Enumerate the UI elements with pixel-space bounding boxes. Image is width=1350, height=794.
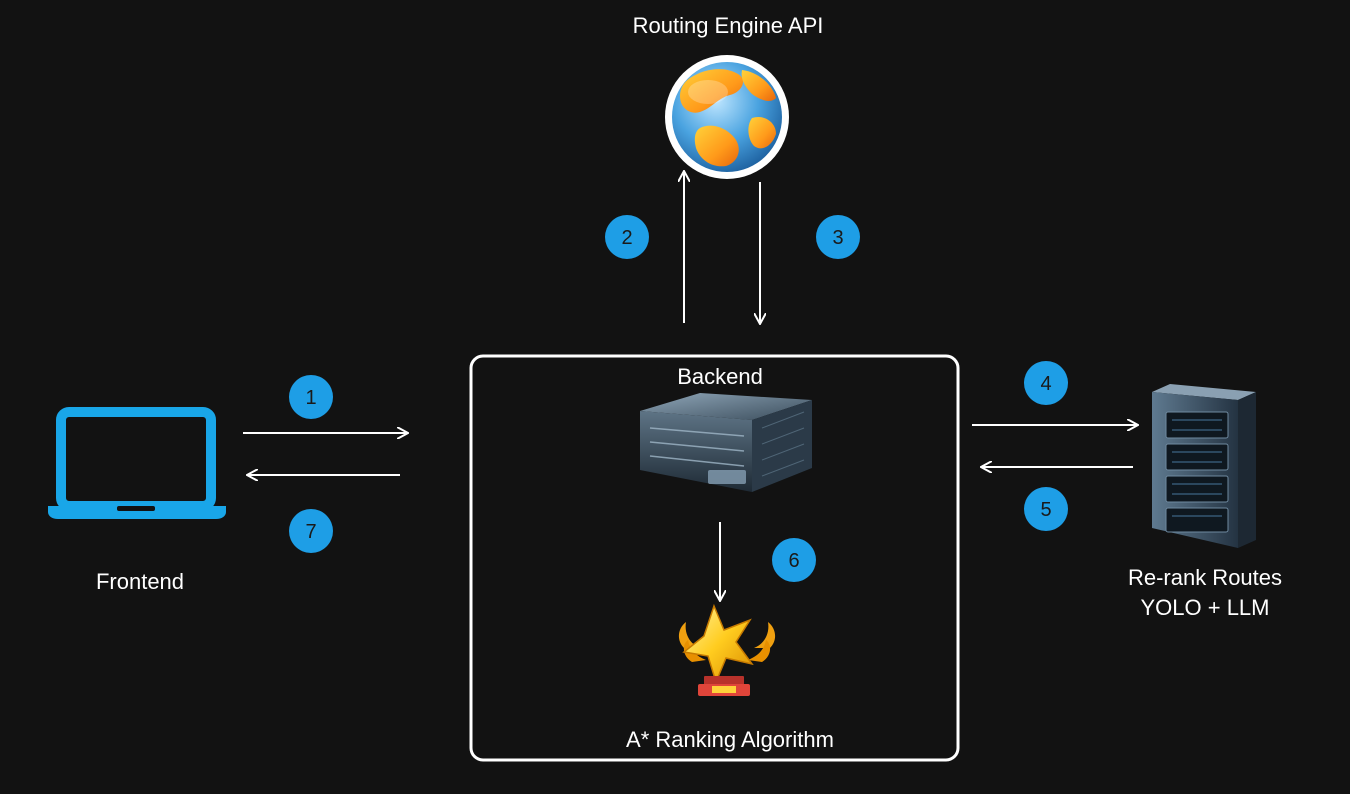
step-badge-4: 4 bbox=[1024, 361, 1068, 405]
step-badge-2: 2 bbox=[605, 215, 649, 259]
backend-container bbox=[469, 354, 960, 762]
step-badge-3: 3 bbox=[816, 215, 860, 259]
svg-text:5: 5 bbox=[1040, 499, 1051, 521]
server-tower-icon bbox=[1152, 384, 1256, 548]
frontend-label: Frontend bbox=[95, 569, 185, 594]
svg-text:1: 1 bbox=[305, 387, 316, 409]
ranking-algorithm-label: A* Ranking Algorithm bbox=[626, 727, 834, 752]
laptop-icon bbox=[48, 407, 226, 519]
rerank-label-line2: YOLO + LLM bbox=[1140, 595, 1270, 620]
backend-label: Backend bbox=[677, 364, 763, 389]
trophy-star-icon bbox=[678, 603, 776, 696]
svg-text:2: 2 bbox=[621, 227, 632, 249]
routing-engine-label: Routing Engine API bbox=[632, 13, 824, 38]
svg-text:4: 4 bbox=[1040, 373, 1051, 395]
rerank-label-line1: Re-rank Routes bbox=[1127, 565, 1283, 590]
step-badge-5: 5 bbox=[1024, 487, 1068, 531]
svg-text:7: 7 bbox=[305, 521, 316, 543]
step-badge-6: 6 bbox=[772, 538, 816, 582]
globe-icon bbox=[665, 55, 789, 179]
server-rack-icon bbox=[640, 393, 812, 492]
step-badge-1: 1 bbox=[289, 375, 333, 419]
svg-text:6: 6 bbox=[788, 550, 799, 572]
svg-text:3: 3 bbox=[832, 227, 843, 249]
step-badge-7: 7 bbox=[289, 509, 333, 553]
